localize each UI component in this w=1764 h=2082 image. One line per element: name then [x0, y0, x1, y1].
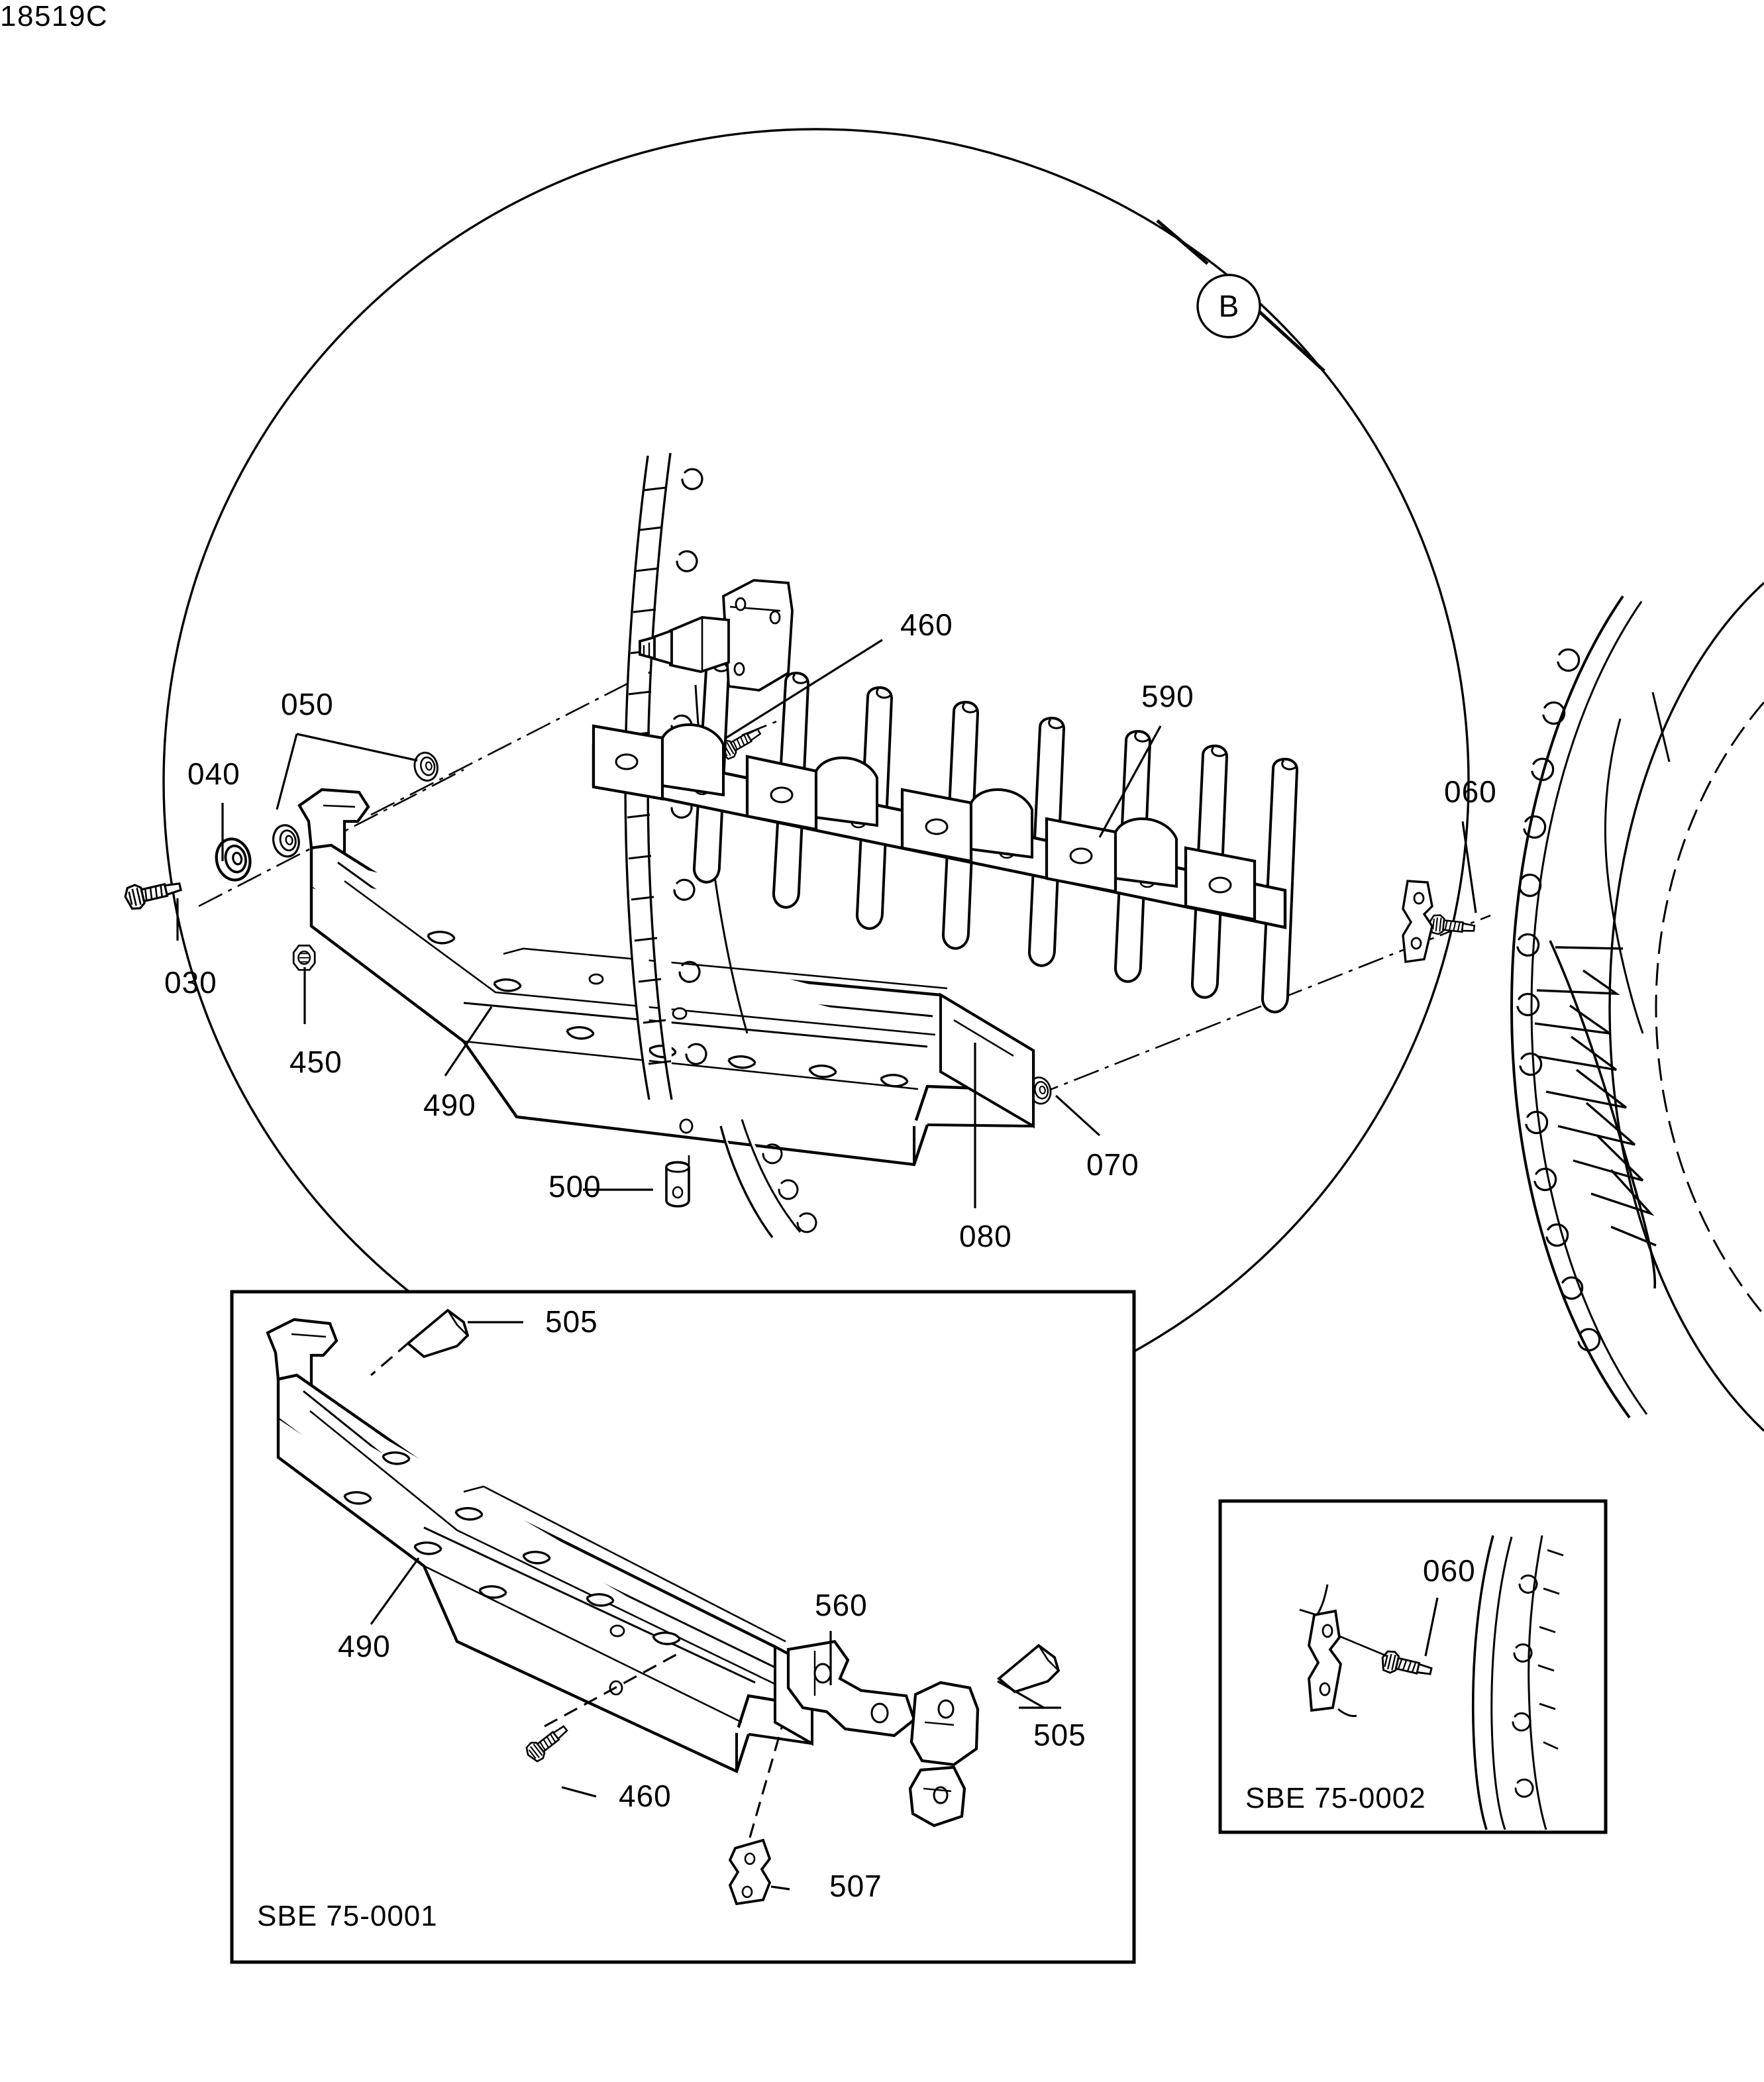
- callout-490: 490: [423, 1088, 476, 1122]
- main-view-leader-lines: [176, 639, 1477, 1208]
- detail-marker-leader-upper: [1156, 219, 1209, 265]
- part-040-washer: [213, 835, 254, 883]
- part-050-washer-right: [411, 749, 441, 784]
- callout-450: 450: [289, 1045, 342, 1079]
- part-030-bolt: [122, 874, 184, 912]
- callout-050: 050: [281, 687, 334, 721]
- part-450-nut: [292, 945, 316, 971]
- part-060-bracket: [1402, 880, 1433, 963]
- rotor-flange-segment: [1510, 582, 1764, 1432]
- inset2-axis-line: [1339, 1635, 1388, 1657]
- inset1-rail-assembly: [266, 1318, 814, 1774]
- callout-460: 460: [900, 607, 953, 642]
- part-590-tine-bar: [592, 659, 1299, 1014]
- callout-060: 060: [1444, 774, 1497, 809]
- inset1-callout-505-top: 505: [545, 1304, 598, 1339]
- drawing-number: 18519C: [0, 0, 109, 32]
- inset2-bracket: [1299, 1584, 1357, 1717]
- inset1-part-505a-pin: [406, 1308, 470, 1359]
- part-060-bolt: [1427, 913, 1477, 939]
- detail-marker-label: B: [1218, 289, 1239, 323]
- callout-080: 080: [959, 1219, 1012, 1253]
- inset2-sheet-code: SBE 75-0002: [1245, 1782, 1426, 1814]
- part-050-washer-left: [269, 821, 303, 860]
- inset1-callout-507: 507: [829, 1869, 882, 1903]
- callout-030: 030: [164, 965, 217, 1000]
- inset2-leader-060: [1424, 1597, 1439, 1657]
- inset1-callout-460: 460: [619, 1779, 672, 1813]
- callout-070: 070: [1086, 1147, 1139, 1182]
- inset1-sheet-code: SBE 75-0001: [257, 1900, 438, 1932]
- detail-marker-circle: [1196, 274, 1261, 338]
- callout-590: 590: [1141, 679, 1194, 713]
- callout-500: 500: [548, 1169, 601, 1204]
- inset2-rotor-flange: [1471, 1535, 1564, 1830]
- part-490-rail-main: [297, 788, 1035, 1167]
- bearing-flange-fitting: [639, 579, 794, 692]
- inset1-end-bracket: [908, 1681, 980, 1828]
- inset1-callout-560: 560: [815, 1588, 868, 1622]
- inset1-leader-lines: [370, 1321, 1061, 1891]
- inset1-callout-490: 490: [338, 1629, 391, 1663]
- part-500-bushing: [665, 1161, 690, 1208]
- callout-040: 040: [187, 756, 240, 791]
- inset2-callout-060: 060: [1423, 1553, 1476, 1588]
- inset1-callout-505-right: 505: [1033, 1718, 1086, 1752]
- detail-marker-leader-lower: [1253, 305, 1325, 372]
- inset1-part-507-clip: [728, 1838, 772, 1906]
